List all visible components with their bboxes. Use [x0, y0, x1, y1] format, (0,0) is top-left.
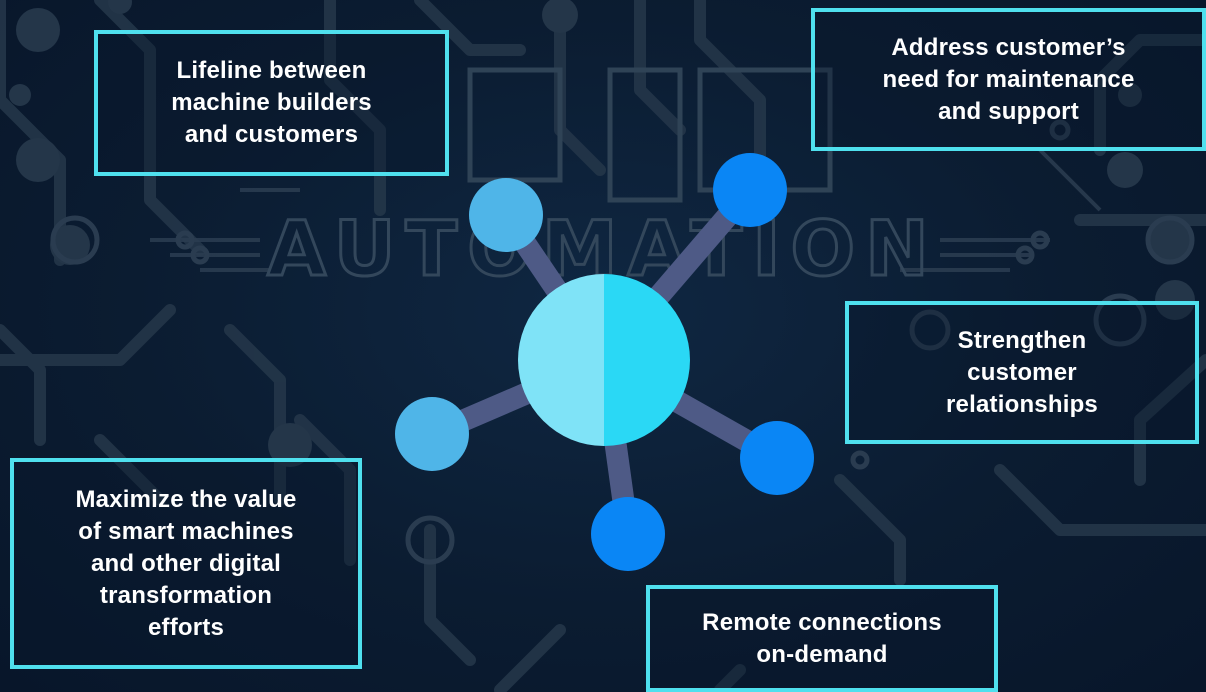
hub-nodes [395, 153, 814, 571]
node-top-left [469, 178, 543, 252]
node-right [740, 421, 814, 495]
node-top-right [713, 153, 787, 227]
hub-center [518, 274, 690, 446]
hub-center-right-half [604, 274, 690, 446]
node-bottom [591, 497, 665, 571]
hub-center-left-half [518, 274, 604, 446]
circuit-rings [50, 119, 1195, 565]
circuit-thin-traces [150, 148, 1102, 272]
circuit-pads [9, 0, 1195, 467]
node-left [395, 397, 469, 471]
